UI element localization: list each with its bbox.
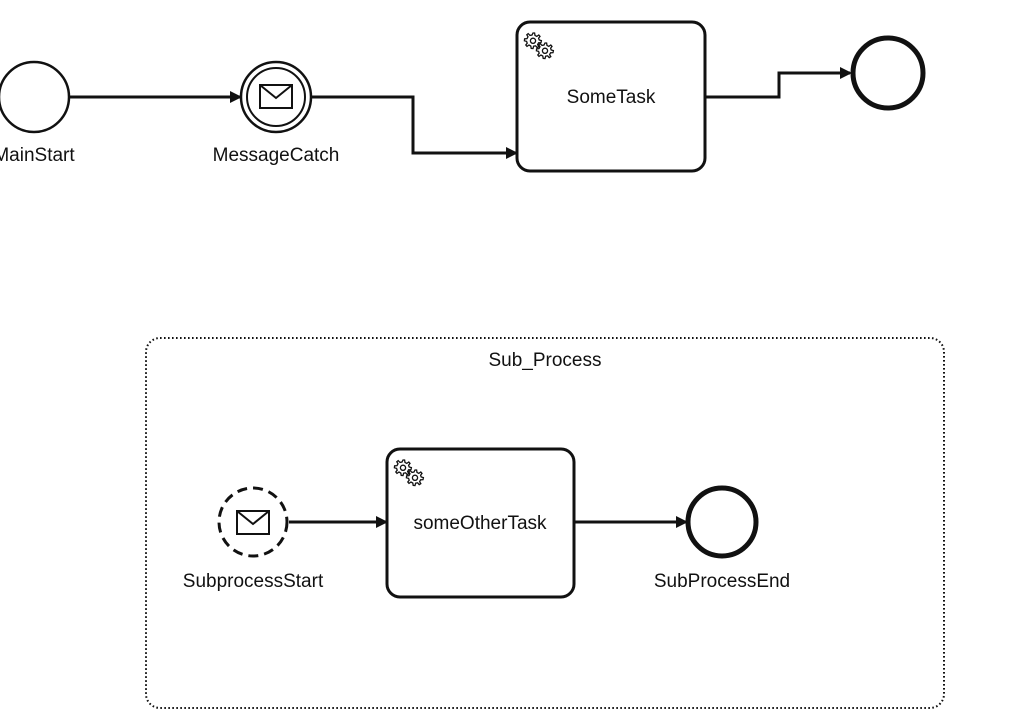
flow-messagecatch-to-sometask[interactable] — [312, 95, 518, 159]
subprocess-end-label: SubProcessEnd — [654, 571, 790, 592]
some-other-task-label: someOtherTask — [413, 513, 547, 534]
envelope-icon — [259, 84, 293, 109]
subprocess-end-event[interactable] — [685, 485, 759, 559]
subprocess-start-event[interactable] — [217, 486, 289, 558]
main-end-event[interactable] — [850, 35, 926, 111]
sub-process[interactable]: Sub_Process — [145, 337, 945, 709]
subprocess-start-label: SubprocessStart — [183, 571, 324, 592]
envelope-icon — [236, 510, 270, 535]
sub-process-label: Sub_Process — [488, 350, 601, 371]
main-start-event[interactable] — [0, 60, 71, 134]
some-task-label: SomeTask — [567, 87, 656, 108]
main-start-label: MainStart — [0, 145, 75, 166]
some-task[interactable]: SomeTask — [515, 20, 707, 173]
flow-sometask-to-endevent[interactable] — [705, 67, 852, 99]
message-catch-event[interactable] — [239, 60, 313, 134]
message-catch-label: MessageCatch — [213, 145, 340, 166]
some-other-task[interactable]: someOtherTask — [385, 447, 576, 599]
